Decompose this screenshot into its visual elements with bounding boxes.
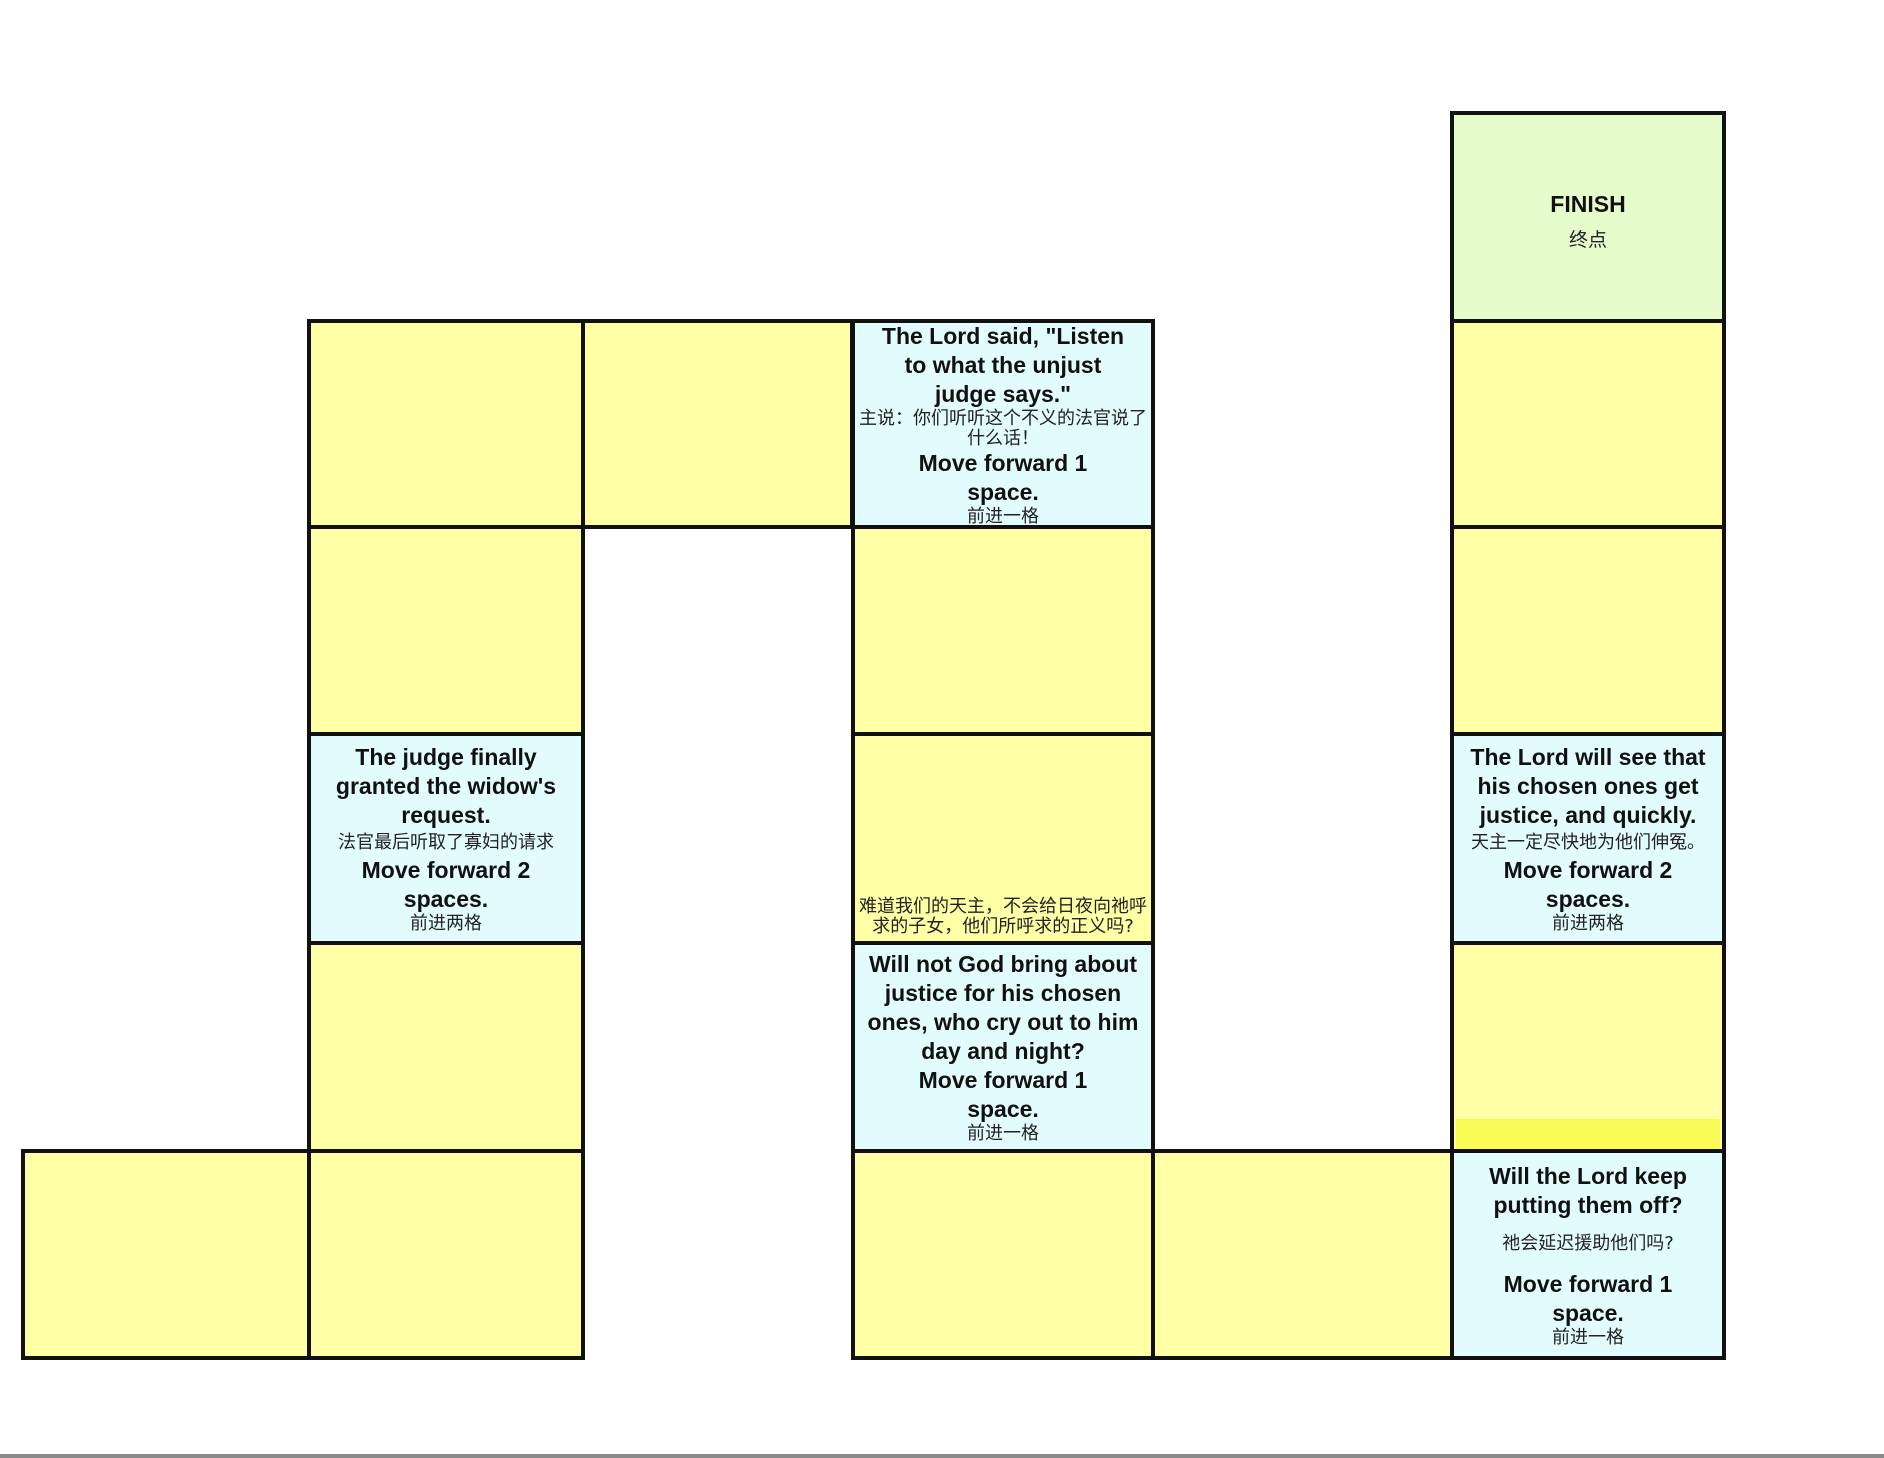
lord-justice-move: Move forward 2 spaces. [1503,857,1673,912]
board-square [851,1149,1155,1360]
yellow-highlight-strip [1456,1119,1720,1149]
will-not-god-square: Will not God bring about justice for his… [851,941,1155,1153]
god-zh-square: 难道我们的天主，不会给日夜向祂呼求的子女，他们所呼求的正义吗? [851,732,1155,945]
will-not-god-text: Will not God bring about justice for his… [867,951,1139,1064]
judge-granted-zh: 法官最后听取了寡妇的请求 [338,832,554,853]
put-off-text: Will the Lord keep putting them off? [1489,1162,1687,1218]
board-square [307,941,585,1153]
will-not-god-move-zh: 前进一格 [967,1123,1039,1144]
finish-title: FINISH [1550,190,1626,217]
board-square [851,525,1155,736]
will-not-god-move: Move forward 1 space. [918,1067,1088,1122]
judge-granted-square: The judge finally granted the widow's re… [307,732,585,945]
board-square [1151,1149,1454,1360]
lord-said-text: The Lord said, "Listen to what the unjus… [881,322,1125,407]
put-off-zh: 祂会延迟援助他们吗? [1502,1232,1674,1254]
finish-zh: 终点 [1568,228,1607,251]
board-square [1450,525,1726,736]
lord-said-move: Move forward 1 space. [918,449,1088,505]
board-square [307,1149,585,1360]
lord-said-move-zh: 前进一格 [967,505,1039,527]
lord-justice-square: The Lord will see that his chosen ones g… [1450,732,1726,945]
board-square [307,319,585,529]
finish-square: FINISH 终点 [1450,111,1726,323]
put-off-move-zh: 前进一格 [1552,1326,1624,1348]
board-square [1450,319,1726,529]
lord-said-square: The Lord said, "Listen to what the unjus… [851,319,1155,529]
board-square [1450,941,1726,1153]
put-off-move: Move forward 1 space. [1503,1270,1673,1326]
lord-justice-zh: 天主一定尽快地为他们伸冤。 [1471,832,1705,853]
lord-said-zh: 主说：你们听听这个不义的法官说了什么话！ [859,407,1147,449]
board-square [21,1149,311,1360]
page-bottom-edge [0,1454,1884,1458]
lord-justice-text: The Lord will see that his chosen ones g… [1470,744,1706,828]
judge-granted-move-zh: 前进两格 [410,913,482,934]
god-zh-text: 难道我们的天主，不会给日夜向祂呼求的子女，他们所呼求的正义吗? [859,896,1147,937]
put-off-square: Will the Lord keep putting them off? 祂会延… [1450,1149,1726,1360]
judge-granted-text: The judge finally granted the widow's re… [335,744,557,828]
board-square [307,525,585,736]
judge-granted-move: Move forward 2 spaces. [361,857,531,912]
lord-justice-move-zh: 前进两格 [1552,913,1624,934]
board-square [581,319,854,529]
